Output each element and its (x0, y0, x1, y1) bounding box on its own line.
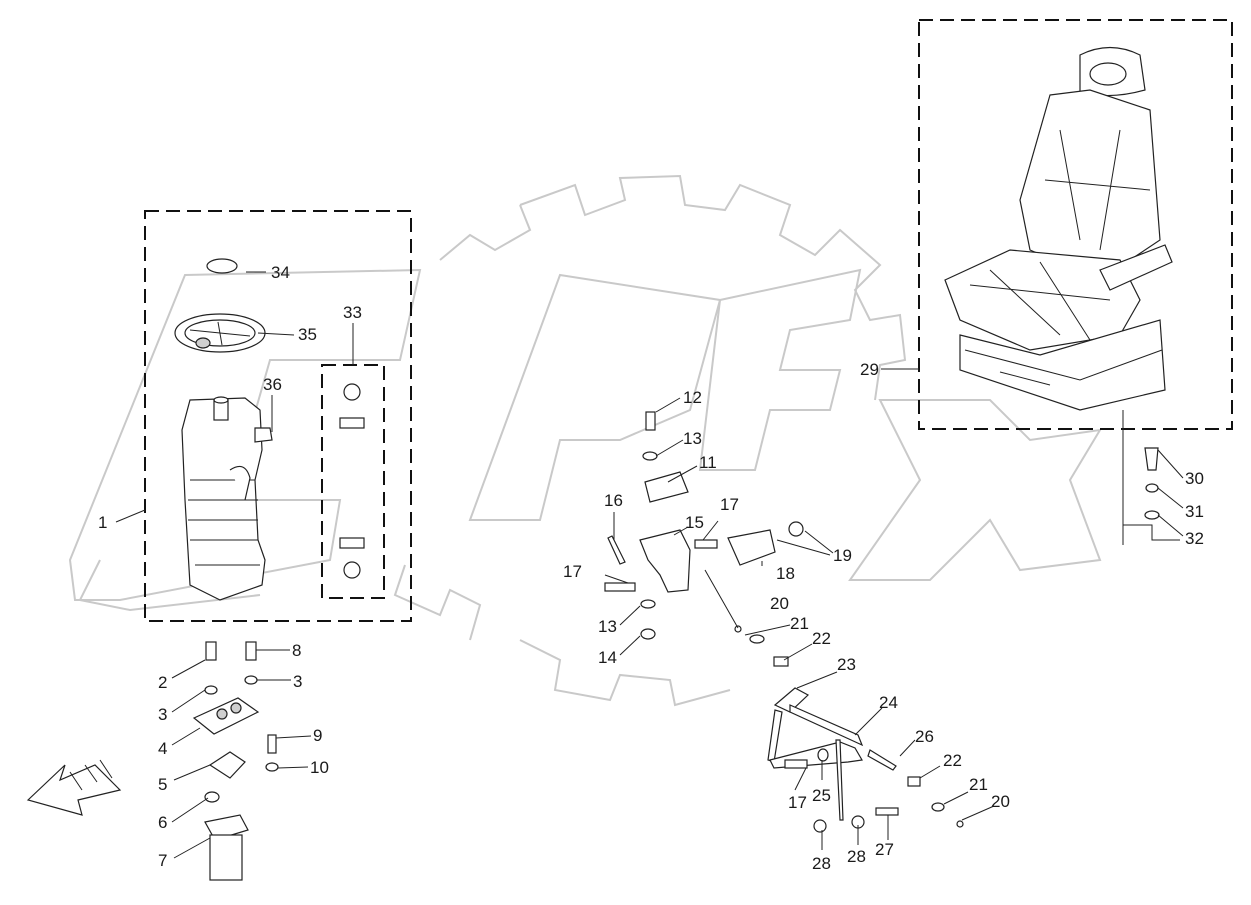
direction-arrow-icon (26, 759, 122, 816)
callouts: 1 2 3 3 4 5 6 7 8 9 10 11 12 13 13 14 15… (98, 263, 1204, 873)
callout-5: 5 (158, 775, 167, 794)
callout-17: 17 (720, 495, 739, 514)
callout-2: 2 (158, 673, 167, 692)
callout-3: 3 (158, 705, 167, 724)
callout-15: 15 (685, 513, 704, 532)
callout-21: 21 (969, 775, 988, 794)
callout-29: 29 (860, 360, 879, 379)
watermark (68, 174, 1102, 707)
leader-lines (115, 271, 1184, 859)
callout-32: 32 (1185, 529, 1204, 548)
callout-17: 17 (788, 793, 807, 812)
callout-3: 3 (293, 672, 302, 691)
callout-19: 19 (833, 546, 852, 565)
callout-1: 1 (98, 513, 107, 532)
callout-13: 13 (598, 617, 617, 636)
callout-35: 35 (298, 325, 317, 344)
callout-26: 26 (915, 727, 934, 746)
callout-30: 30 (1185, 469, 1204, 488)
callout-27: 27 (875, 840, 894, 859)
callout-20: 20 (770, 594, 789, 613)
assembly-box-29 (918, 19, 1233, 430)
callout-14: 14 (598, 648, 617, 667)
callout-8: 8 (292, 641, 301, 660)
callout-18: 18 (776, 564, 795, 583)
assembly-box-1 (144, 210, 412, 622)
callout-13: 13 (683, 429, 702, 448)
callout-24: 24 (879, 693, 898, 712)
callout-9: 9 (313, 726, 322, 745)
callout-17: 17 (563, 562, 582, 581)
joystick-console (174, 258, 273, 601)
operator-seat (944, 46, 1173, 411)
pedal (767, 687, 964, 833)
valve-stack (192, 641, 279, 881)
pedal-bracket (604, 411, 804, 667)
callout-22: 22 (943, 751, 962, 770)
sticker-set (339, 383, 365, 579)
callout-16: 16 (604, 491, 623, 510)
callout-36: 36 (263, 375, 282, 394)
callout-31: 31 (1185, 502, 1204, 521)
callout-33: 33 (343, 303, 362, 322)
callout-23: 23 (837, 655, 856, 674)
callout-12: 12 (683, 388, 702, 407)
callout-6: 6 (158, 813, 167, 832)
callout-7: 7 (158, 851, 167, 870)
callout-4: 4 (158, 739, 167, 758)
callout-28: 28 (847, 847, 866, 866)
callout-28: 28 (812, 854, 831, 873)
callout-25: 25 (812, 786, 831, 805)
callout-20: 20 (991, 792, 1010, 811)
callout-21: 21 (790, 614, 809, 633)
callout-22: 22 (812, 629, 831, 648)
callout-10: 10 (310, 758, 329, 777)
seat-hardware (1144, 447, 1160, 520)
callout-34: 34 (271, 263, 290, 282)
callout-11: 11 (699, 453, 717, 472)
